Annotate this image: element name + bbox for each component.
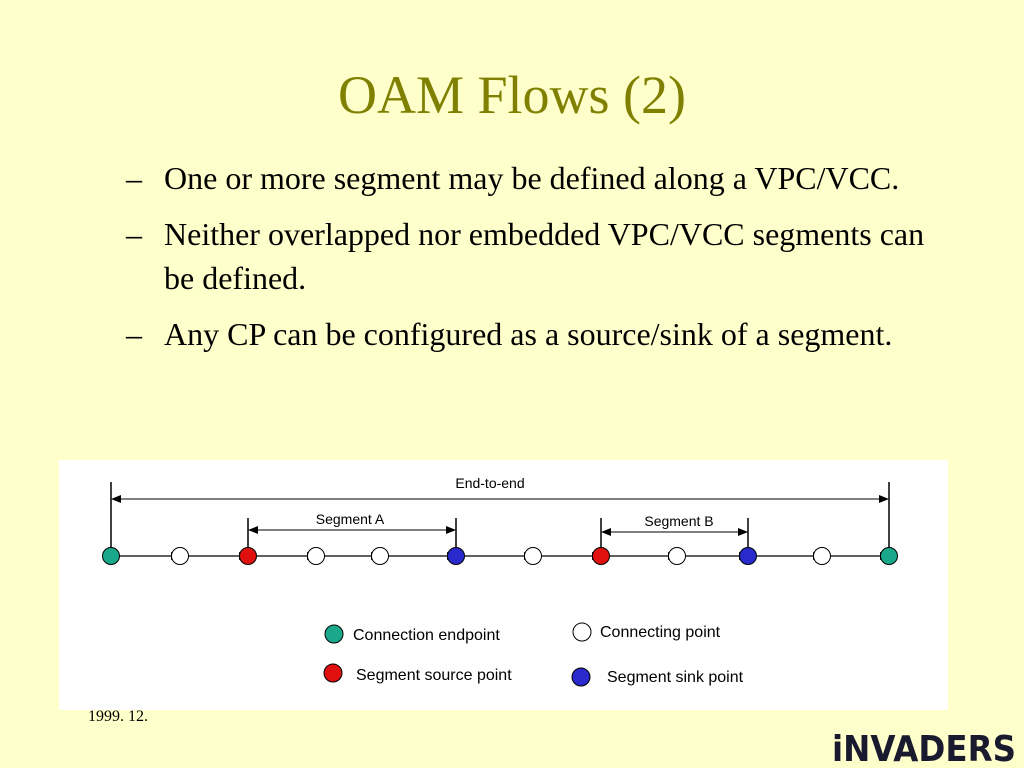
- bullet-item: –Any CP can be configured as a source/si…: [126, 312, 946, 356]
- segment-b-span: Segment B: [600, 513, 749, 556]
- connecting-point-node: [668, 547, 686, 565]
- bullet-dash: –: [126, 160, 142, 196]
- bullet-text: One or more segment may be defined along…: [164, 160, 900, 196]
- logo-wordmark: iNVADERS: [832, 729, 1016, 766]
- segment-sink-node: [739, 547, 757, 565]
- diagram-canvas: End-to-end Segment A Segment B: [102, 475, 898, 687]
- end-to-end-span: End-to-end: [110, 475, 890, 556]
- segment-a-span: Segment A: [247, 511, 457, 556]
- legend-endpoint-icon: [324, 624, 344, 644]
- connecting-point-node: [371, 547, 389, 565]
- end-to-end-label: End-to-end: [455, 475, 524, 491]
- bullet-item: –Neither overlapped nor embedded VPC/VCC…: [126, 212, 946, 300]
- legend-sink-label: Segment sink point: [607, 669, 744, 686]
- connection-endpoint-node: [102, 547, 120, 565]
- legend-connecting-label: Connecting point: [600, 624, 721, 641]
- legend-sink-icon: [571, 667, 591, 687]
- connecting-point-node: [307, 547, 325, 565]
- legend-source-label: Segment source point: [356, 667, 512, 684]
- connecting-point-node: [524, 547, 542, 565]
- oam-flow-diagram: End-to-end Segment A Segment B: [59, 460, 948, 710]
- segment-b-label: Segment B: [644, 513, 713, 529]
- slide-title: OAM Flows (2): [337, 65, 687, 125]
- connection-endpoint-node: [880, 547, 898, 565]
- bullet-text: Neither overlapped nor embedded VPC/VCC …: [164, 216, 925, 296]
- bullet-text: Any CP can be configured as a source/sin…: [164, 316, 893, 352]
- segment-a-label: Segment A: [316, 511, 385, 527]
- invaders-logo: iNVADERS: [832, 729, 1016, 766]
- connection-chain: [102, 547, 898, 565]
- legend-connecting-icon: [572, 622, 592, 642]
- bullet-dash: –: [126, 216, 142, 252]
- legend: Connection endpoint Connecting point Seg…: [323, 622, 744, 687]
- footer-date: 1999. 12.: [88, 708, 148, 725]
- bullet-dash: –: [126, 316, 142, 352]
- legend-source-icon: [323, 663, 343, 683]
- segment-sink-node: [447, 547, 465, 565]
- bullet-list: –One or more segment may be defined alon…: [126, 156, 946, 368]
- connecting-point-node: [171, 547, 189, 565]
- connecting-point-node: [813, 547, 831, 565]
- segment-source-node: [239, 547, 257, 565]
- legend-endpoint-label: Connection endpoint: [353, 627, 500, 644]
- bullet-item: –One or more segment may be defined alon…: [126, 156, 946, 200]
- segment-source-node: [592, 547, 610, 565]
